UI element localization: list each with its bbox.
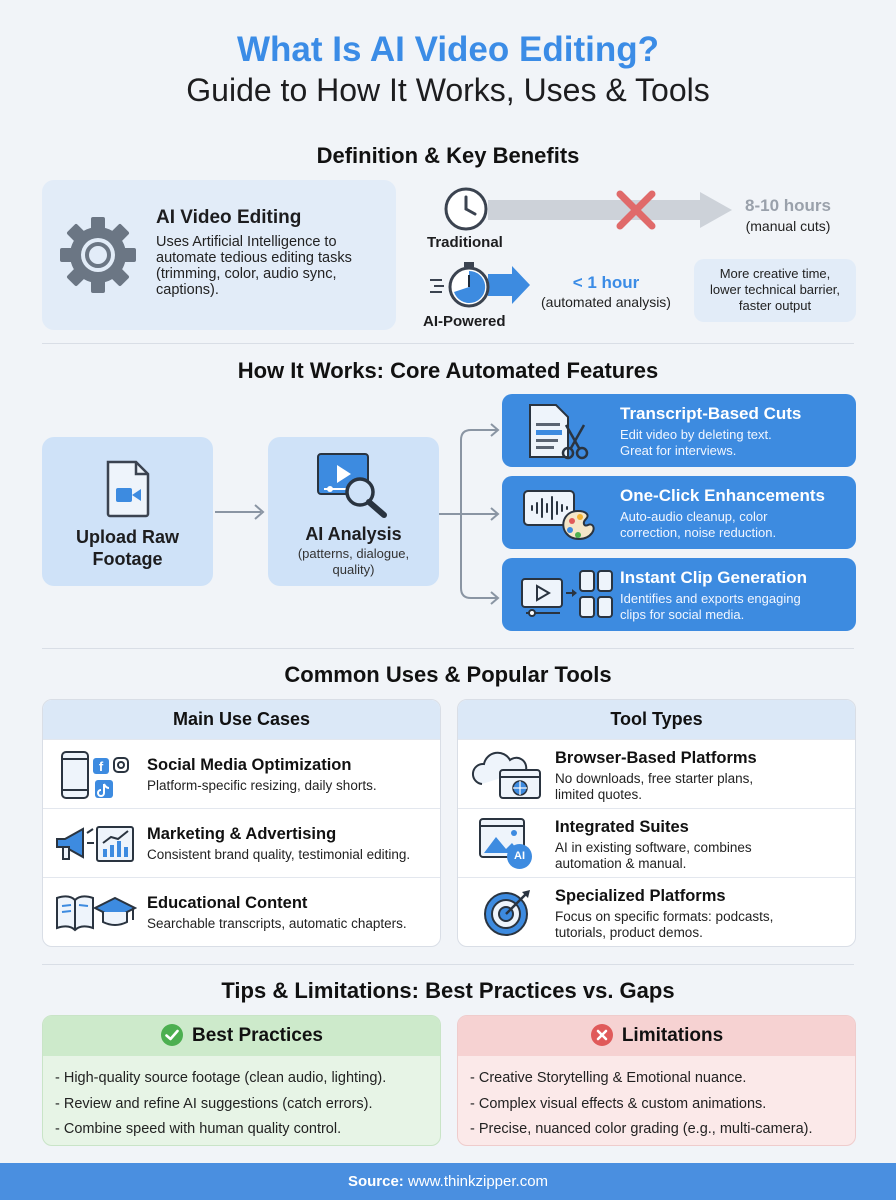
upload-footage-label: Upload Raw Footage [75,527,179,569]
traditional-note: (manual cuts) [745,218,831,234]
list-item: - High-quality source footage (clean aud… [55,1070,387,1086]
use-cases-panel: Main Use Cases f Social Media Optimizati… [42,699,441,947]
best-practices-panel: Best Practices - High-quality source foo… [42,1015,441,1146]
section-divider [42,648,854,649]
check-circle-icon [160,1022,184,1046]
clock-icon [444,187,488,231]
limitations-heading: Limitations [458,1016,855,1056]
clip-generation-icon [521,570,613,618]
tool-type-title: Browser-Based Platforms [555,749,757,767]
feature-transcript-cuts: Transcript-Based Cuts Edit video by dele… [502,394,856,467]
list-item: - Complex visual effects & custom animat… [470,1095,767,1112]
best-practices-heading: Best Practices [43,1016,440,1056]
list-item: f Social Media Optimization Platform-spe… [43,739,440,808]
target-icon [484,890,530,936]
ai-note: (automated analysis) [541,294,671,310]
list-item: - Creative Storytelling & Emotional nuan… [470,1070,747,1086]
page-subtitle: Guide to How It Works, Uses & Tools [186,72,710,108]
list-item: - Combine speed with human quality contr… [55,1121,342,1137]
uses-section-title: Common Uses & Popular Tools [284,662,612,687]
video-analysis-icon [317,453,387,518]
limitations-panel: Limitations - Creative Storytelling & Em… [457,1015,856,1146]
tool-type-desc: Focus on specific formats: podcasts, tut… [555,909,774,940]
cloud-browser-icon [472,751,541,799]
x-mark-icon [616,190,656,230]
feature-title: One-Click Enhancements [620,486,826,505]
social-media-icon: f [61,751,129,799]
tool-type-title: Integrated Suites [555,818,689,836]
use-case-title: Educational Content [147,894,308,912]
feature-desc: Auto-audio cleanup, color correction, no… [620,509,777,540]
tool-types-heading: Tool Types [458,700,855,739]
video-file-icon [106,460,150,518]
page-title: What Is AI Video Editing? [237,30,659,69]
list-item: - Precise, nuanced color grading (e.g., … [470,1121,813,1137]
definition-card-text: Uses Artificial Intelligence to automate… [156,234,352,298]
benefits-box: More creative time, lower technical barr… [694,259,856,322]
feature-desc: Identifies and exports engaging clips fo… [620,591,801,622]
ai-time: < 1 hour [572,273,640,292]
traditional-label: Traditional [427,234,503,251]
benefit-line: More creative time, [719,266,831,281]
flow-arrow [215,504,265,520]
traditional-time: 8-10 hours [745,196,831,215]
footer-label: Source: [347,1173,404,1190]
ai-analysis-title: AI Analysis [305,524,402,544]
x-circle-icon [590,1022,614,1046]
ai-badge: AI [507,844,532,869]
list-item: Educational Content Searchable transcrip… [43,877,440,946]
book-graduation-cap-icon [56,895,137,932]
definition-section-title: Definition & Key Benefits [316,143,580,168]
use-case-title: Social Media Optimization [147,756,352,774]
use-case-desc: Searchable transcripts, automatic chapte… [147,916,407,931]
feature-instant-clip-generation: Instant Clip Generation Identifies and e… [502,558,856,631]
tool-type-desc: No downloads, free starter plans, limite… [555,771,754,802]
ai-powered-label: AI-Powered [423,313,506,330]
list-item: - Review and refine AI suggestions (catc… [55,1095,373,1112]
how-it-works-section-title: How It Works: Core Automated Features [237,358,659,383]
benefit-line: lower technical barrier, [709,282,841,297]
tool-type-desc: AI in existing software, combines automa… [555,840,752,871]
benefit-line: faster output [738,298,812,313]
section-divider [42,964,854,965]
section-divider [42,343,854,344]
tips-section-title: Tips & Limitations: Best Practices vs. G… [221,978,675,1003]
footer: Source: www.thinkzipper.com [0,1163,896,1200]
audio-palette-icon [523,490,595,540]
ai-analysis-sub: (patterns, dialogue, quality) [297,546,410,577]
stopwatch-icon [430,262,530,308]
tool-type-title: Specialized Platforms [555,887,726,905]
transcript-scissors-icon [529,404,589,460]
branch-connector [439,423,500,605]
feature-desc: Edit video by deleting text. Great for i… [620,427,772,458]
list-item: AI Integrated Suites AI in existing soft… [458,808,855,877]
list-item: Marketing & Advertising Consistent brand… [43,808,440,877]
limitations-list: - Creative Storytelling & Emotional nuan… [458,1056,855,1143]
feature-title: Transcript-Based Cuts [620,404,802,423]
use-case-desc: Platform-specific resizing, daily shorts… [147,778,377,793]
tool-types-panel: Tool Types Browser-Based Platforms No do… [457,699,856,947]
use-case-title: Marketing & Advertising [147,825,337,843]
megaphone-chart-icon [56,826,134,862]
list-item: Browser-Based Platforms No downloads, fr… [458,739,855,808]
traditional-arrow [488,192,732,228]
footer-link[interactable]: www.thinkzipper.com [407,1173,549,1190]
feature-title: Instant Clip Generation [620,568,808,587]
svg-text:f: f [99,759,104,774]
gear-icon [60,217,136,293]
best-practices-list: - High-quality source footage (clean aud… [43,1056,440,1143]
list-item: Specialized Platforms Focus on specific … [458,877,855,946]
use-cases-heading: Main Use Cases [43,700,440,739]
feature-one-click-enhancements: One-Click Enhancements Auto-audio cleanu… [502,476,856,549]
definition-card-title: AI Video Editing [156,207,302,228]
use-case-desc: Consistent brand quality, testimonial ed… [147,847,411,862]
